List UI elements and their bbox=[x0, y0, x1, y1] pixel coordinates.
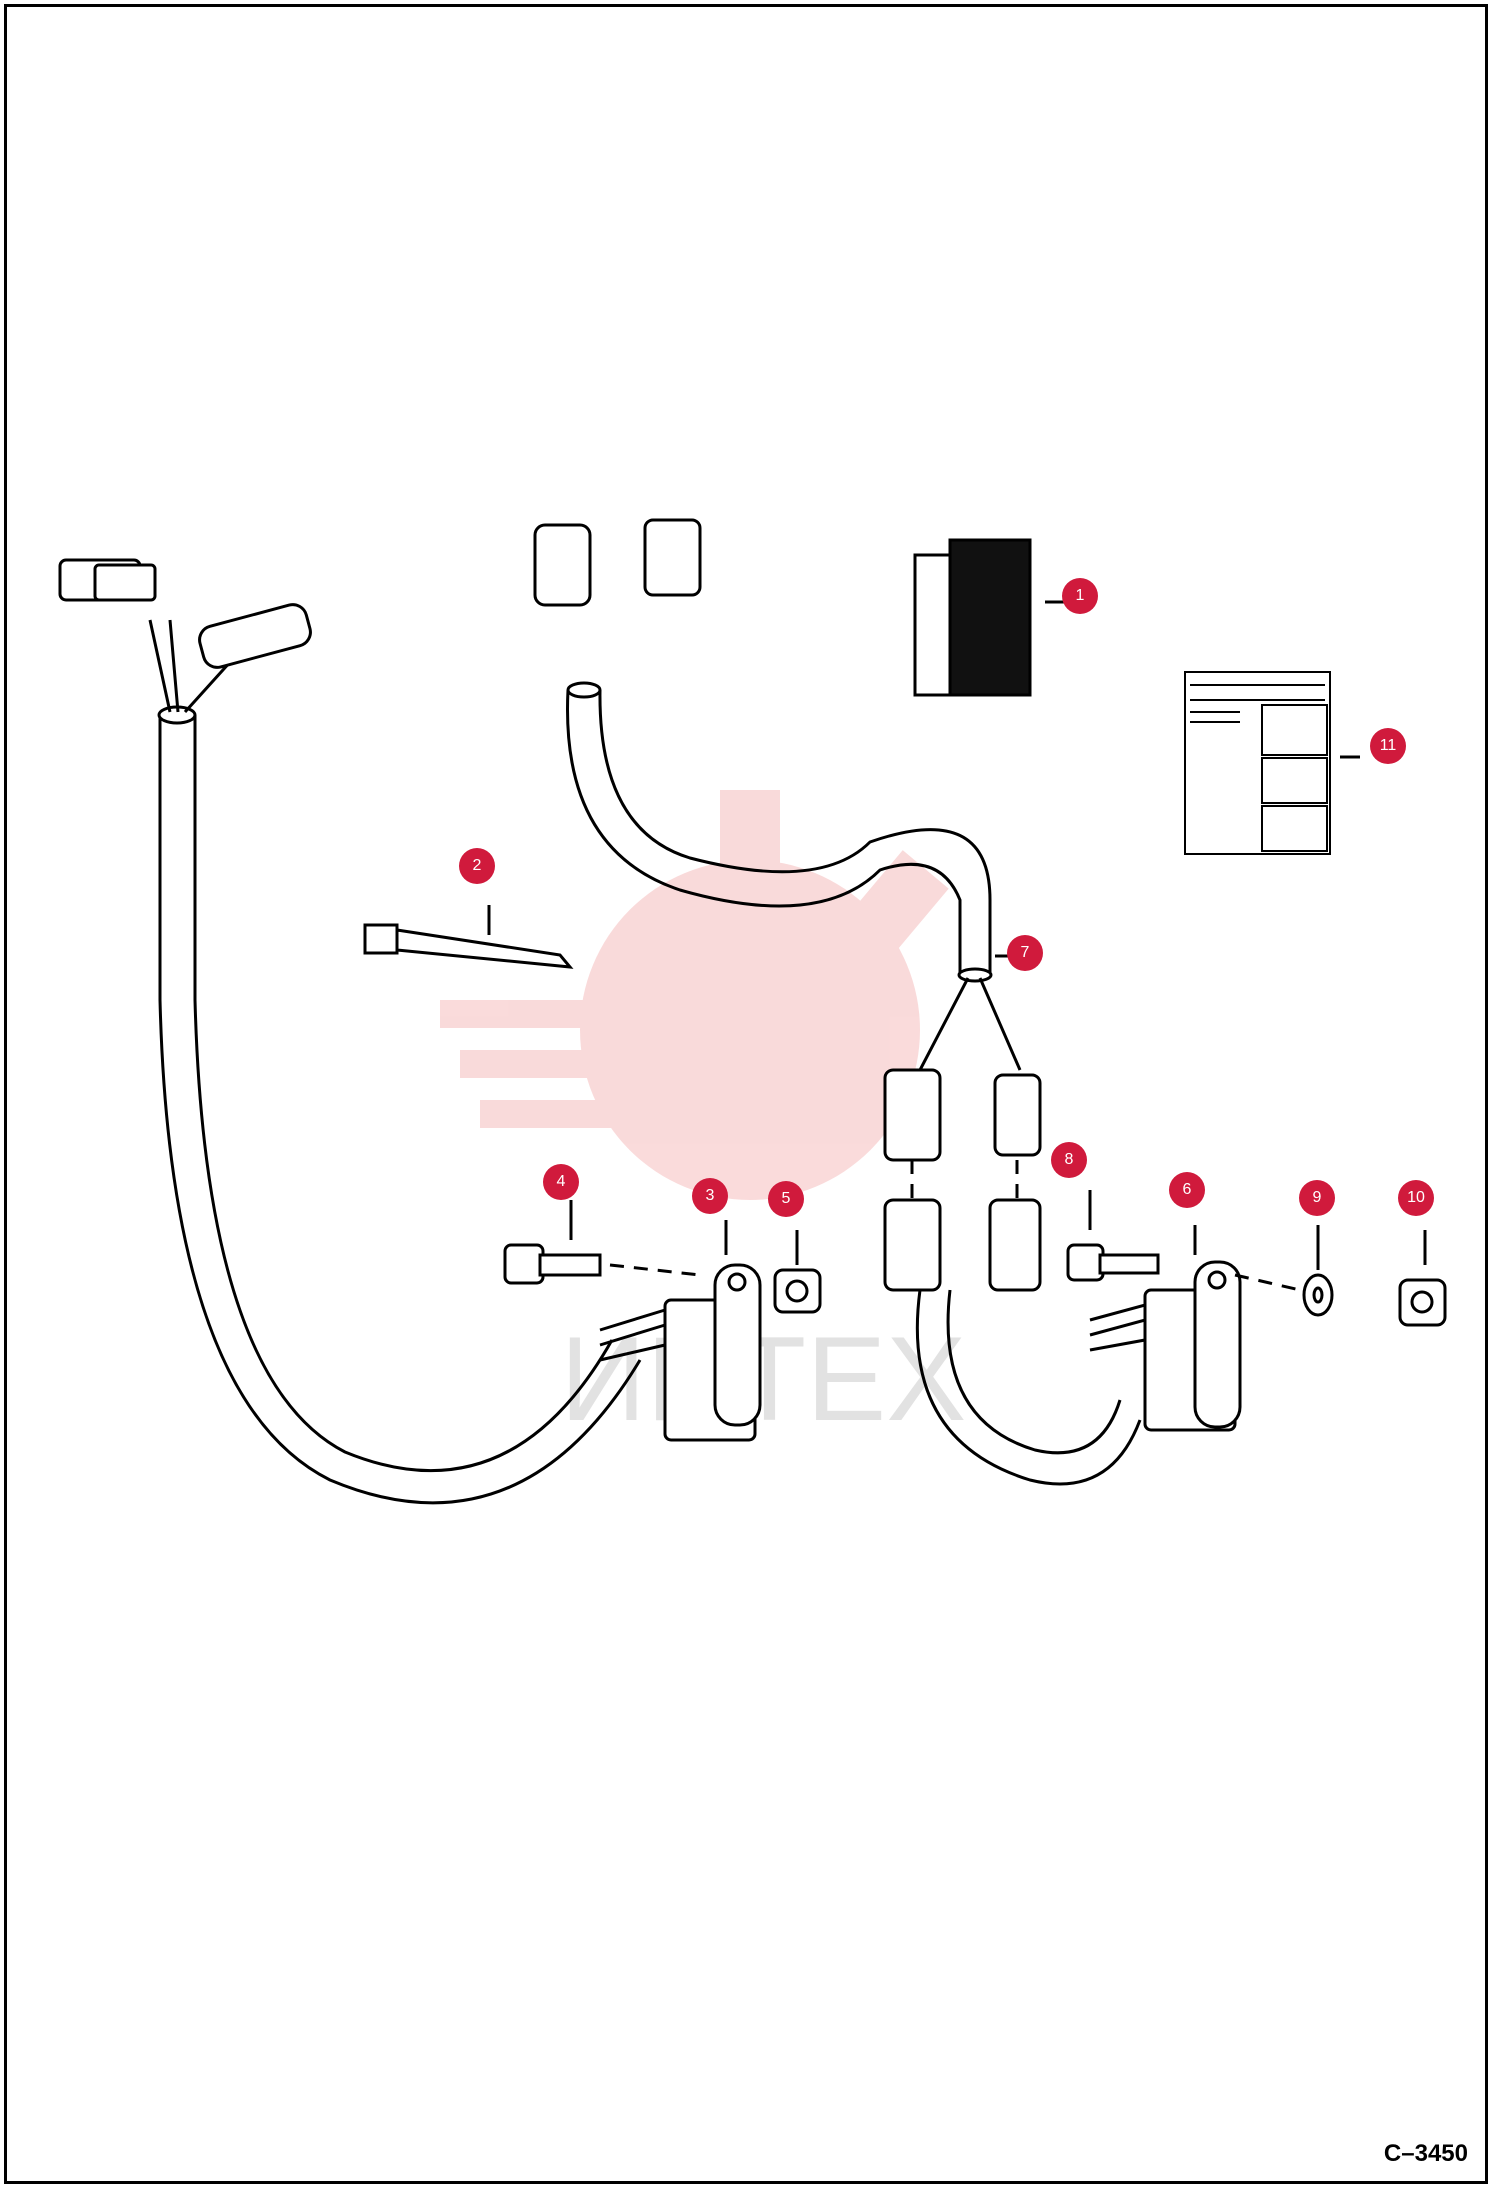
right-sensor bbox=[1089, 1260, 1242, 1432]
watermark-logo bbox=[440, 790, 949, 1200]
callout-7: 7 bbox=[1007, 935, 1043, 971]
callout-9: 9 bbox=[1299, 1180, 1335, 1216]
leader-lines bbox=[487, 905, 1427, 1270]
left-nut bbox=[773, 1268, 822, 1314]
callout-3: 3 bbox=[692, 1178, 728, 1214]
cable-tie bbox=[363, 923, 574, 969]
watermark-text: ИНТЕХ bbox=[560, 1312, 966, 1446]
left-sensor bbox=[599, 1263, 762, 1442]
center-harness bbox=[533, 518, 1142, 1486]
instruction-sheet bbox=[1184, 671, 1360, 855]
right-nut bbox=[1398, 1278, 1447, 1327]
drawing-code: C–3450 bbox=[1383, 2140, 1468, 2167]
callout-11: 11 bbox=[1370, 728, 1406, 764]
left-bolt bbox=[503, 1243, 701, 1285]
relay-box bbox=[913, 538, 1075, 697]
washer bbox=[1234, 1273, 1334, 1317]
drawing-frame bbox=[4, 4, 1488, 2184]
callout-5: 5 bbox=[768, 1181, 804, 1217]
callout-6: 6 bbox=[1169, 1172, 1205, 1208]
callout-8: 8 bbox=[1051, 1142, 1087, 1178]
right-bolt bbox=[1066, 1243, 1160, 1282]
callout-2: 2 bbox=[459, 848, 495, 884]
callout-1: 1 bbox=[1062, 578, 1098, 614]
callout-10: 10 bbox=[1398, 1180, 1434, 1216]
callout-4: 4 bbox=[543, 1164, 579, 1200]
left-harness bbox=[58, 558, 642, 1505]
